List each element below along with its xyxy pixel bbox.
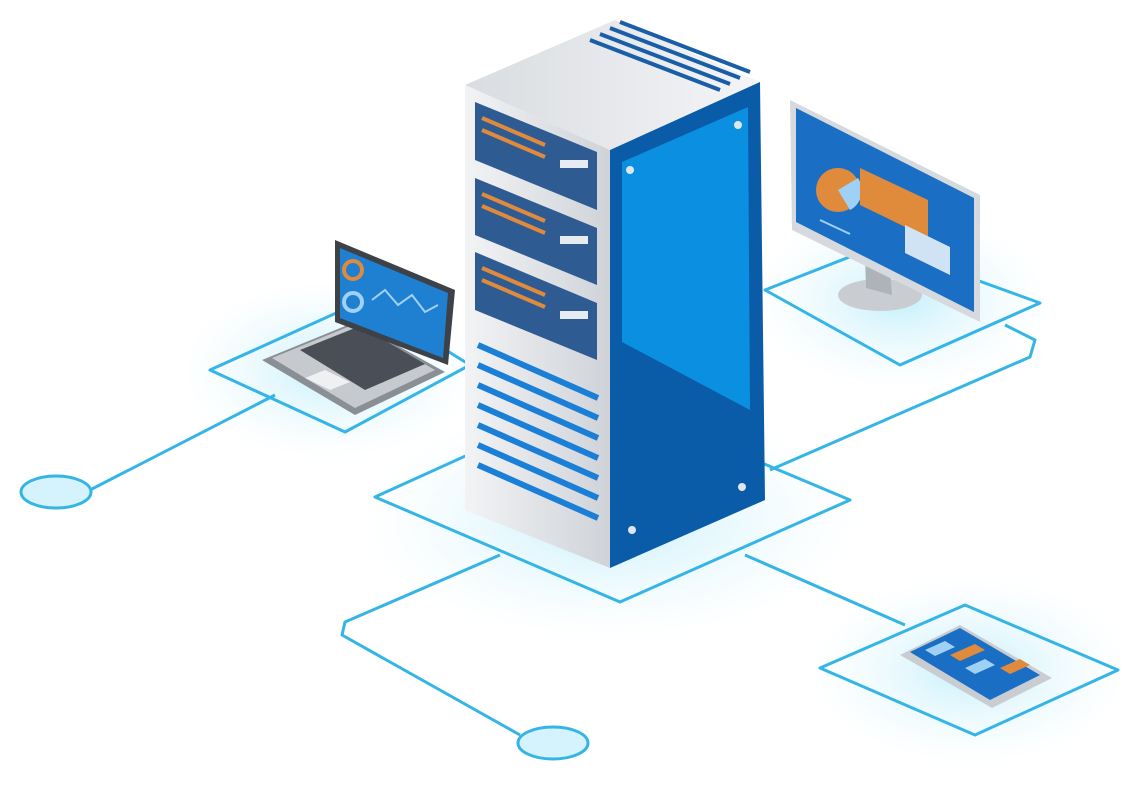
connector-line — [340, 553, 521, 737]
desktop-monitor-icon — [790, 100, 980, 322]
vent-grille — [476, 342, 600, 521]
phone-platform — [818, 603, 1120, 737]
connector-line — [89, 393, 276, 492]
network-node — [19, 474, 93, 510]
laptop-icon — [262, 240, 455, 415]
connector-line — [769, 323, 1037, 472]
network-lines — [19, 243, 1120, 761]
monitor-platform — [763, 243, 1042, 367]
drive-bays — [475, 102, 597, 360]
network-node — [516, 725, 590, 761]
server-tower-icon — [465, 20, 765, 568]
smartphone-icon — [900, 625, 1052, 708]
connector-line — [744, 553, 906, 627]
